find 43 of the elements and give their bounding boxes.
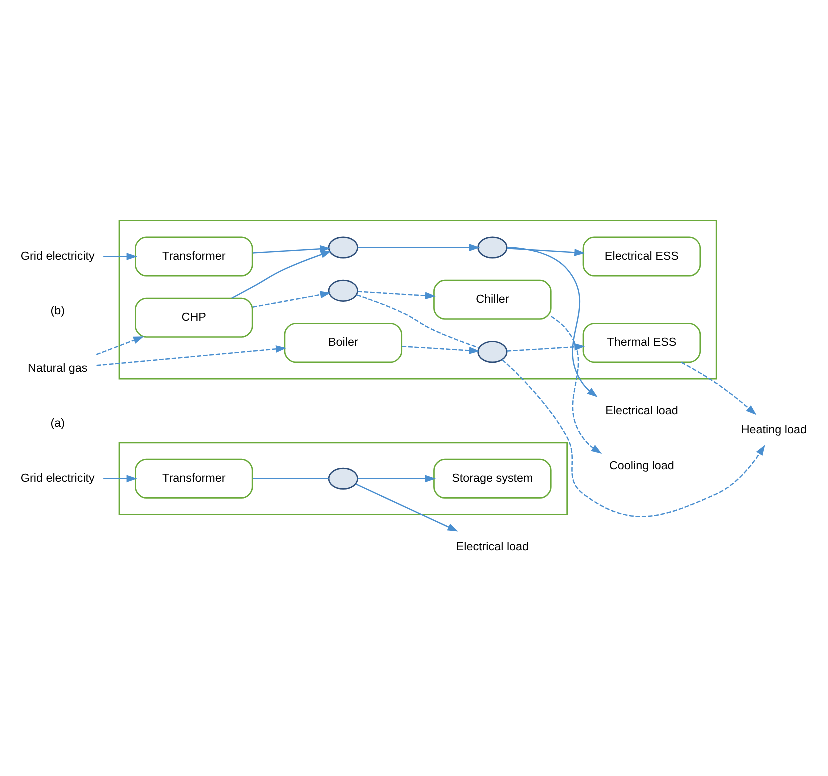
arrow [252,244,331,254]
cluster [118,442,568,516]
label: (a) [50,416,66,430]
node-text: Electrical load [606,404,678,417]
arrow [358,290,436,300]
arrow [356,483,458,532]
node-circle [328,236,358,258]
arrow [402,345,480,354]
cluster [118,220,718,380]
node-circle [478,340,508,363]
node-text: Natural gas [28,362,88,375]
connector [356,294,480,348]
arrow [502,358,766,517]
arrow [507,246,598,397]
arrow [96,344,287,366]
arrow [96,336,144,355]
connector [252,478,329,479]
node-box: Electrical ESS [582,236,702,276]
node-box: Storage system [434,458,552,498]
node-text: Grid electricity [20,249,95,262]
arrow [358,244,480,251]
arrow [104,252,138,260]
node-box: CHP [135,297,254,338]
node-text: Heating load [741,422,807,436]
arrow [507,247,586,256]
arrow [252,290,332,308]
node-text: Cooling load [609,458,674,472]
node-box: Transformer [135,236,254,276]
node-circle [478,236,508,258]
node-box: Chiller [434,279,552,320]
node-box: Transformer [135,458,254,498]
arrow [232,250,332,298]
node-box: Boiler [284,322,403,363]
node-box: Thermal ESS [582,322,702,363]
node-text: Grid electricity [20,471,95,484]
node-text: Electrical load [456,540,530,553]
arrow [551,316,602,454]
arrow [358,474,436,482]
node-circle [328,279,358,302]
label: (b) [50,304,66,318]
arrow [104,474,138,482]
arrow [507,342,586,352]
node-circle [328,467,358,490]
